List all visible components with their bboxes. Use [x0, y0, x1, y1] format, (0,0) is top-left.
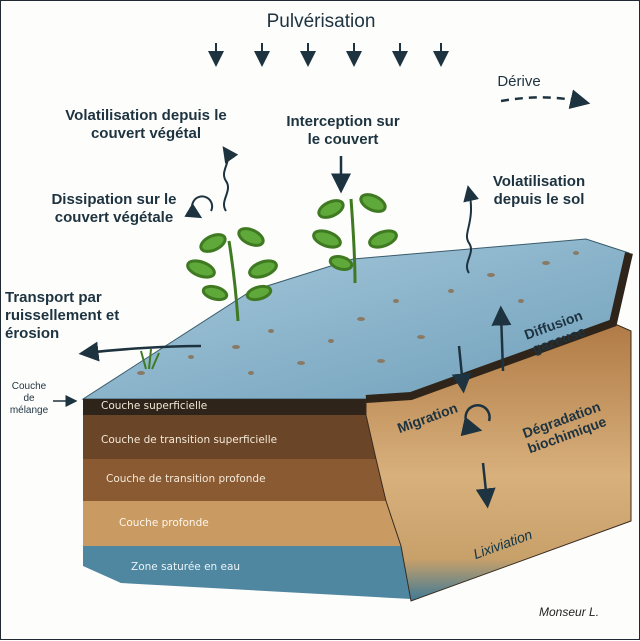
layer-saturated-face: [83, 546, 411, 599]
dissipation-label: Dissipation sur le couvert végétale: [51, 191, 177, 226]
migration-arrow: [451, 345, 472, 394]
plant-right: [312, 193, 398, 284]
layer-label-transition-deep: Couche de transition profonde: [106, 473, 266, 485]
volat-canopy-label: Volatilisation depuis le couvert végétal: [65, 107, 227, 142]
volat-soil-arrow: [463, 185, 479, 274]
volat-canopy-arrow: [222, 146, 239, 212]
mixing-label: Couche de mélange: [9, 381, 49, 416]
drift-arrow: [500, 89, 591, 110]
spray-arrows: [208, 43, 449, 67]
degradation-cycle-arrow: [460, 404, 491, 437]
surface-pebbles: [137, 251, 579, 375]
spray-label: Pulvérisation: [266, 11, 376, 32]
diffusion-arrow: [491, 305, 512, 372]
layer-label-topsoil: Couche superficielle: [101, 400, 208, 412]
layer-transition-shallow-face: [83, 415, 376, 459]
drift-label: Dérive: [497, 73, 541, 90]
runoff-arrow: [78, 341, 202, 362]
interception-label: Interception sur le couvert: [286, 113, 400, 148]
right-face-topsoil: [365, 252, 633, 403]
layer-label-deep: Couche profonde: [119, 517, 209, 529]
layer-deep-face: [83, 501, 401, 546]
leaching-arrow: [475, 462, 496, 509]
layer-transition-deep-face: [83, 459, 386, 501]
dissipation-cycle-arrow: [184, 195, 214, 219]
signature: Monseur L.: [539, 605, 600, 619]
layer-label-saturated: Zone saturée en eau: [131, 561, 241, 573]
layer-topsoil-face: [83, 399, 366, 415]
plant-left: [186, 227, 278, 322]
layer-label-transition-shallow: Couche de transition superficielle: [101, 434, 278, 446]
volat-soil-label: Volatilisation depuis le sol: [492, 173, 586, 208]
runoff-label: Transport par ruissellement et érosion: [5, 289, 120, 342]
grass-tuft: [140, 348, 160, 370]
